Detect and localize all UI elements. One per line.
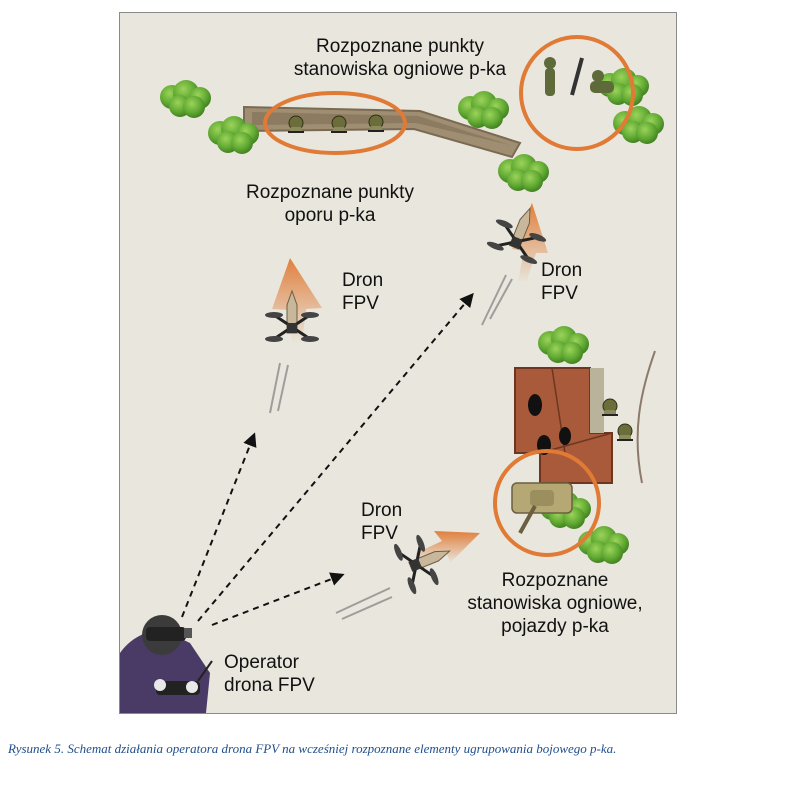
label-line: FPV	[342, 293, 379, 314]
label-line: drona FPV	[224, 675, 315, 696]
vector-upper-left	[181, 432, 257, 618]
attack-vectors	[181, 292, 474, 626]
label-drone-lower: Dron FPV	[361, 499, 431, 545]
label-line: Dron	[541, 260, 583, 281]
bush-icon	[458, 91, 509, 129]
bush-icon	[498, 154, 549, 192]
soldier-icon	[601, 398, 619, 417]
label-line: oporu p-ka	[284, 205, 376, 226]
soldier-icon	[616, 423, 634, 442]
soldier-icon	[367, 114, 385, 133]
label-operator: Operator drona FPV	[224, 651, 354, 697]
label-line: Dron	[361, 500, 403, 521]
label-line: pojazdy p-ka	[501, 616, 609, 637]
mortar-crew	[544, 57, 614, 96]
target-ring-trench	[263, 91, 407, 155]
bush-icon	[160, 80, 211, 118]
label-line: Rozpoznane punkty	[316, 36, 484, 57]
tank-icon	[511, 482, 573, 534]
fpv-drone-icon	[484, 196, 557, 268]
label-line: FPV	[541, 283, 578, 304]
label-drone-upper-left: Dron FPV	[342, 269, 412, 315]
label-line: stanowiska ogniowe,	[467, 593, 643, 614]
bush-icon	[538, 326, 589, 364]
label-line: Rozpoznane punkty	[246, 182, 414, 203]
vector-lower	[211, 572, 345, 626]
label-fire-positions-vehicles: Rozpoznane stanowiska ogniowe, pojazdy p…	[450, 569, 660, 638]
label-drone-upper-right: Dron FPV	[541, 259, 611, 305]
label-top-fire-points: Rozpoznane punkty stanowiska ogniowe p-k…	[250, 35, 550, 81]
label-line: Rozpoznane	[501, 570, 609, 591]
target-ring-mortar	[519, 35, 635, 151]
scheme-scene	[120, 35, 664, 713]
label-line: stanowiska ogniowe p-ka	[293, 59, 507, 80]
figure-caption: Rysunek 5. Schemat działania operatora d…	[8, 741, 617, 756]
target-ring-vehicle	[493, 449, 601, 557]
fence-line	[636, 350, 656, 484]
diagram-frame: Rozpoznane punkty stanowiska ogniowe p-k…	[119, 12, 677, 714]
bush-icon	[578, 526, 629, 564]
vector-upper-right	[197, 292, 474, 622]
label-line: Operator	[224, 652, 299, 673]
label-line: Dron	[342, 270, 384, 291]
label-line: FPV	[361, 523, 398, 544]
soldier-icon	[330, 115, 348, 134]
drone-trails	[269, 274, 513, 620]
soldier-icon	[287, 115, 305, 134]
operator-fpv-goggles-icon	[120, 615, 213, 713]
house-roof-icon	[514, 367, 613, 484]
label-resistance-points: Rozpoznane punkty oporu p-ka	[220, 181, 440, 227]
